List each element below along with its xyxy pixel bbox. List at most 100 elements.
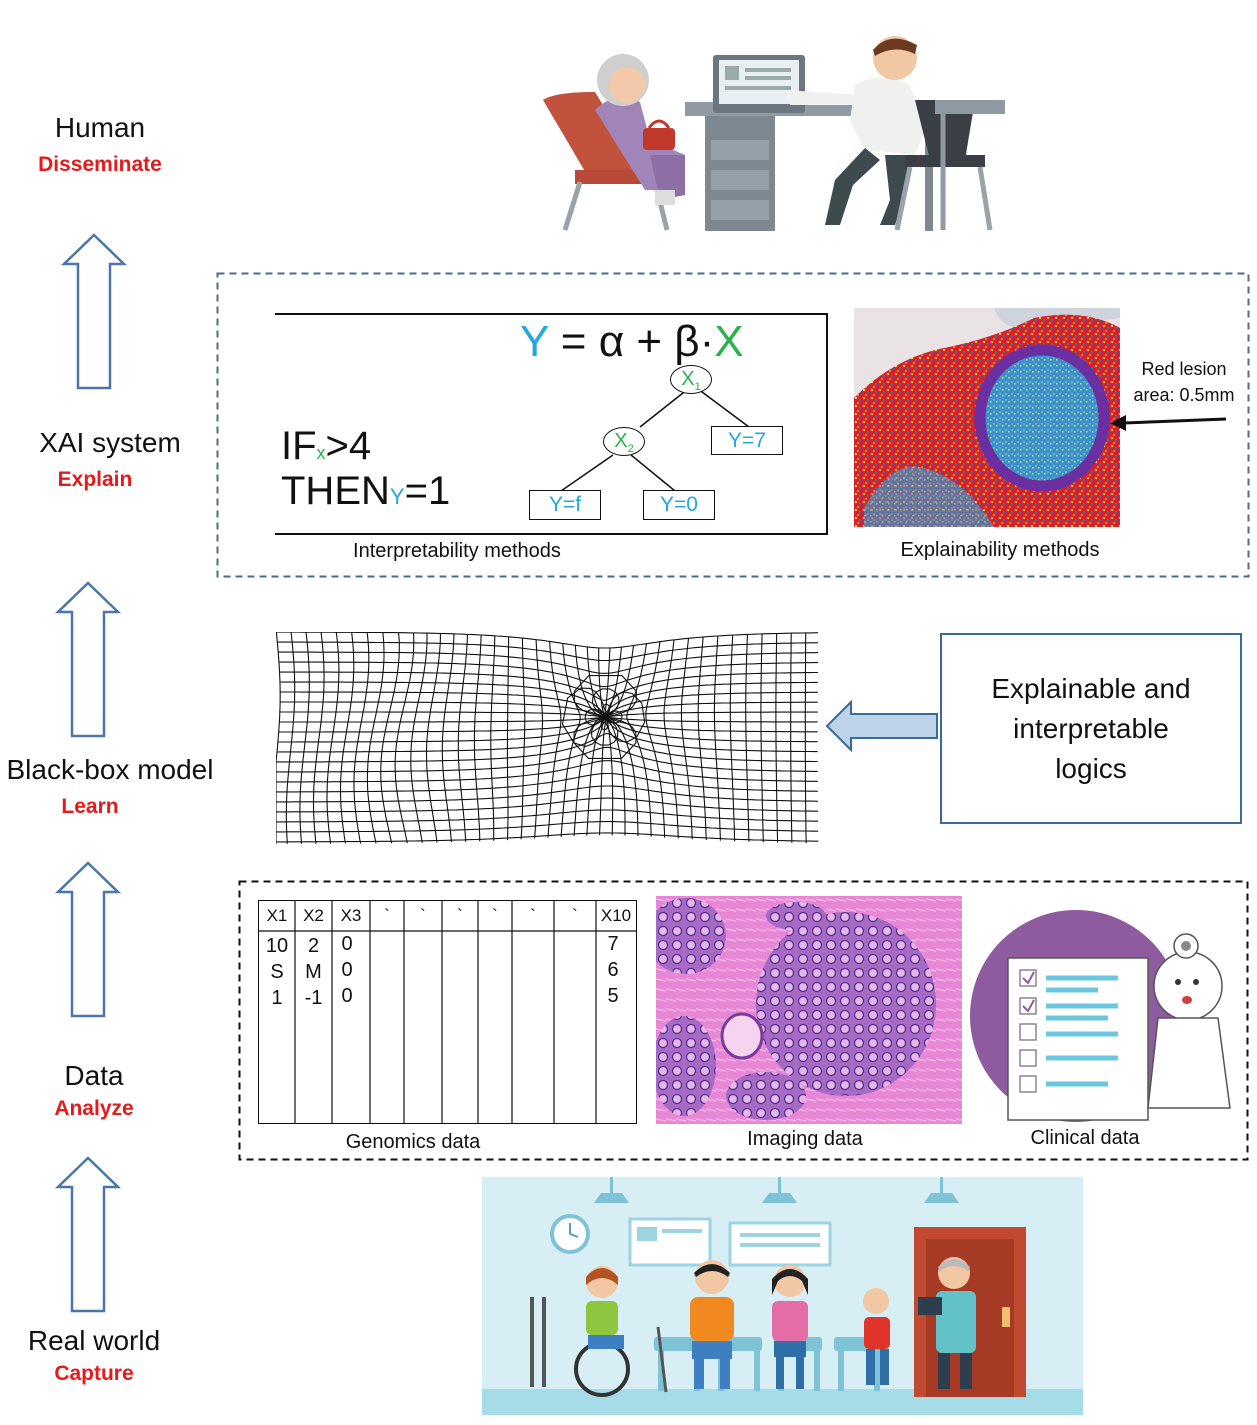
level-verb: Learn <box>61 795 119 818</box>
grid-line-horizontal <box>279 711 818 759</box>
grid-line-vertical <box>441 633 455 843</box>
grid-line-vertical <box>745 634 750 842</box>
rule-y: Y <box>389 484 405 509</box>
grid-line-vertical <box>626 643 652 837</box>
grid-line-vertical <box>339 632 355 844</box>
up-arrow-icon <box>54 581 122 738</box>
header-cell: ` <box>572 906 578 925</box>
table-column-3: 0 0 0 <box>332 931 370 1009</box>
grid-line-vertical <box>584 647 626 836</box>
linear-equation: Y = α + β·X <box>520 317 744 367</box>
grid-line-vertical <box>547 641 562 838</box>
tree-node-x2: X2 <box>603 427 645 456</box>
table-cell: 6 <box>607 959 619 981</box>
rule-then: THEN <box>281 469 390 513</box>
grid-line-vertical <box>573 645 601 837</box>
header-cell: ` <box>457 906 463 925</box>
grid-line-vertical <box>506 636 510 841</box>
grid-line-vertical <box>380 632 400 844</box>
table-column-2: 2 M -1 <box>295 933 332 1011</box>
grid-line-horizontal <box>279 671 818 701</box>
grid-line-horizontal <box>276 797 818 813</box>
interpretability-diagram: Y = α + β·X IFx>4 THENY=1 X1 X2 Y=7 Y=f … <box>275 313 828 535</box>
grid-line-vertical <box>410 633 428 843</box>
grid-line-horizontal <box>278 651 819 674</box>
grid-line-horizontal <box>276 760 818 783</box>
level-verb: Explain <box>57 468 133 491</box>
grid-line-horizontal <box>280 701 818 746</box>
table-column-1: 10 S 1 <box>259 933 295 1011</box>
header-cell: ` <box>420 906 426 925</box>
grid-line-horizontal <box>277 703 818 743</box>
table-cell: -1 <box>304 987 323 1009</box>
tree-leaf-y0: Y=0 <box>643 490 715 520</box>
table-cell: 0 <box>341 985 353 1007</box>
level-verb: Analyze <box>54 1097 134 1120</box>
header-cell: X3 <box>340 906 362 925</box>
table-cell: 2 <box>307 935 320 957</box>
up-arrow-icon <box>54 1156 122 1313</box>
logic-line2: interpretable <box>1013 712 1169 744</box>
header-cell: X1 <box>266 906 288 925</box>
left-block-arrow-icon <box>825 700 938 752</box>
grid-line-vertical <box>276 632 281 844</box>
grid-line-vertical <box>804 632 807 844</box>
up-arrow-icon <box>54 861 122 1018</box>
grid-line-horizontal <box>276 809 819 823</box>
level-name: Black-box model <box>6 754 214 785</box>
histology-image <box>656 896 962 1124</box>
lesion-label-line1: Red lesion <box>1141 359 1227 379</box>
grid-line-horizontal <box>277 641 819 662</box>
table-cell: 0 <box>341 959 353 981</box>
node-sub: 2 <box>627 443 634 455</box>
grid-line-vertical <box>353 632 370 844</box>
table-cell: S <box>270 961 284 983</box>
interpretability-caption: Interpretability methods <box>353 540 561 562</box>
rule-x: x <box>316 443 326 463</box>
doctor-patient-illustration <box>543 36 1005 231</box>
grid-line-vertical <box>760 633 764 843</box>
table-cell: 5 <box>607 985 619 1007</box>
grid-line-vertical <box>680 638 693 840</box>
rule-eq: =1 <box>404 469 451 513</box>
grid-lines <box>276 632 819 844</box>
grid-line-horizontal <box>276 632 819 649</box>
pointer-arrow-icon <box>1110 415 1227 431</box>
grid-line-horizontal <box>279 681 818 716</box>
level-real-world: Real world Capture <box>14 1325 174 1387</box>
header-cell: X10 <box>600 906 632 925</box>
grid-line-vertical <box>605 645 639 837</box>
explainability-caption: Explainability methods <box>900 539 1100 561</box>
rule-if: IF <box>281 424 317 468</box>
clinical-caption: Clinical data <box>1030 1127 1140 1149</box>
grid-line-horizontal <box>276 821 819 833</box>
grid-line-horizontal <box>276 772 818 793</box>
level-xai-system: XAI system Explain <box>15 427 205 493</box>
level-name: Real world <box>27 1325 161 1356</box>
level-black-box-model: Black-box model Learn <box>0 754 220 820</box>
grid-line-vertical <box>312 632 325 844</box>
header-cell: ` <box>492 906 498 925</box>
level-name: Data <box>64 1060 124 1091</box>
warped-grid-image <box>276 632 819 844</box>
grid-line-horizontal <box>276 832 819 843</box>
grid-line-vertical <box>457 634 469 842</box>
rule-gt: >4 <box>325 424 372 468</box>
grid-line-horizontal <box>276 718 818 753</box>
table-cell: 0 <box>341 933 353 955</box>
grid-line-vertical <box>534 639 544 839</box>
equation-y: Y <box>520 317 549 366</box>
tree-leaf-y7: Y=7 <box>711 426 783 455</box>
header-cell: ` <box>530 906 536 925</box>
if-then-rule: IFx>4 THENY=1 <box>281 424 451 516</box>
grid-line-vertical <box>366 632 385 844</box>
waiting-room-illustration <box>482 1177 1083 1415</box>
data-frame <box>238 880 1249 1161</box>
grid-line-vertical <box>663 639 679 839</box>
grid-line-vertical <box>285 632 296 844</box>
node-sub: 1 <box>694 381 701 393</box>
grid-line-vertical <box>299 632 310 844</box>
header-cell: X2 <box>303 906 324 925</box>
grid-line-horizontal <box>276 746 818 773</box>
grid-line-horizontal <box>276 785 818 803</box>
